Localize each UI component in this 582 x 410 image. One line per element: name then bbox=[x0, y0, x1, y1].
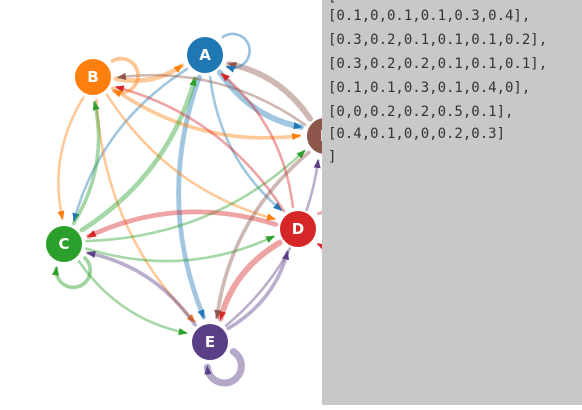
markov-chain-diagram: A B C D E F bbox=[44, 32, 365, 387]
matrix-line: [0.4,0.1,0,0,0.2,0.3] bbox=[328, 126, 506, 142]
matrix-line: [0.3,0.2,0.2,0.1,0.1,0.1], bbox=[328, 56, 548, 72]
matrix-line: [0.3,0.2,0.1,0.1,0.1,0.2], bbox=[328, 32, 548, 48]
edge-B-to-C bbox=[57, 96, 85, 221]
edge-C-to-A bbox=[79, 76, 198, 233]
transition-graph: A B C D E F bbox=[44, 32, 365, 387]
edge-B-to-F bbox=[110, 86, 302, 141]
transition-matrix-panel: [ [0.1,0,0.1,0.1,0.3,0.4], [0.3,0.2,0.1,… bbox=[322, 0, 582, 405]
matrix-line: [0.1,0.1,0.3,0.1,0.4,0], bbox=[328, 80, 531, 96]
edge-F-to-A bbox=[226, 61, 314, 122]
node-label: E bbox=[205, 333, 215, 351]
node-circle bbox=[190, 322, 230, 362]
edge-F-to-E bbox=[214, 150, 311, 320]
state-node-A: A bbox=[185, 35, 225, 75]
edge-D-to-B bbox=[114, 85, 286, 213]
edge-B-to-E bbox=[95, 98, 196, 323]
edge-F-to-B bbox=[116, 72, 307, 127]
node-circle bbox=[278, 209, 318, 249]
edge-D-to-A bbox=[220, 72, 295, 209]
edge-C-to-E bbox=[77, 259, 188, 336]
state-node-E: E bbox=[190, 322, 230, 362]
edge-E-to-C bbox=[86, 250, 197, 327]
edge-A-to-E bbox=[176, 74, 206, 320]
edge-A-to-D bbox=[208, 75, 283, 212]
edge-A-to-C bbox=[72, 67, 189, 223]
matrix-line: ] bbox=[328, 149, 337, 165]
node-label: A bbox=[199, 46, 211, 64]
edge-E-to-D bbox=[226, 250, 290, 331]
self-loop-A bbox=[221, 32, 251, 73]
state-node-F: F bbox=[305, 116, 345, 156]
state-node-D: D bbox=[278, 209, 318, 249]
node-label: D bbox=[292, 220, 304, 238]
node-label: B bbox=[87, 68, 98, 86]
matrix-line: [0,0,0.2,0.2,0.5,0.1], bbox=[328, 104, 514, 120]
self-loop-E bbox=[203, 348, 245, 387]
edge-E-to-F bbox=[224, 159, 321, 327]
self-loop-B bbox=[110, 56, 140, 98]
edge-C-to-F bbox=[85, 149, 306, 243]
node-circle bbox=[44, 224, 84, 264]
node-circle bbox=[185, 35, 225, 75]
matrix-line: [0.1,0,0.1,0.1,0.3,0.4], bbox=[328, 8, 531, 24]
edge-B-to-D bbox=[105, 93, 277, 221]
node-label: C bbox=[58, 235, 69, 253]
node-circle bbox=[73, 57, 113, 97]
self-loop-C bbox=[51, 256, 93, 290]
edge-D-to-E bbox=[217, 239, 283, 322]
state-node-B: B bbox=[73, 57, 113, 97]
matrix-line: [ bbox=[328, 0, 336, 5]
edge-C-to-B bbox=[71, 100, 101, 226]
edge-layer bbox=[57, 61, 321, 336]
edge-D-to-C bbox=[86, 209, 279, 239]
state-node-C: C bbox=[44, 224, 84, 264]
edge-C-to-D bbox=[85, 235, 276, 263]
